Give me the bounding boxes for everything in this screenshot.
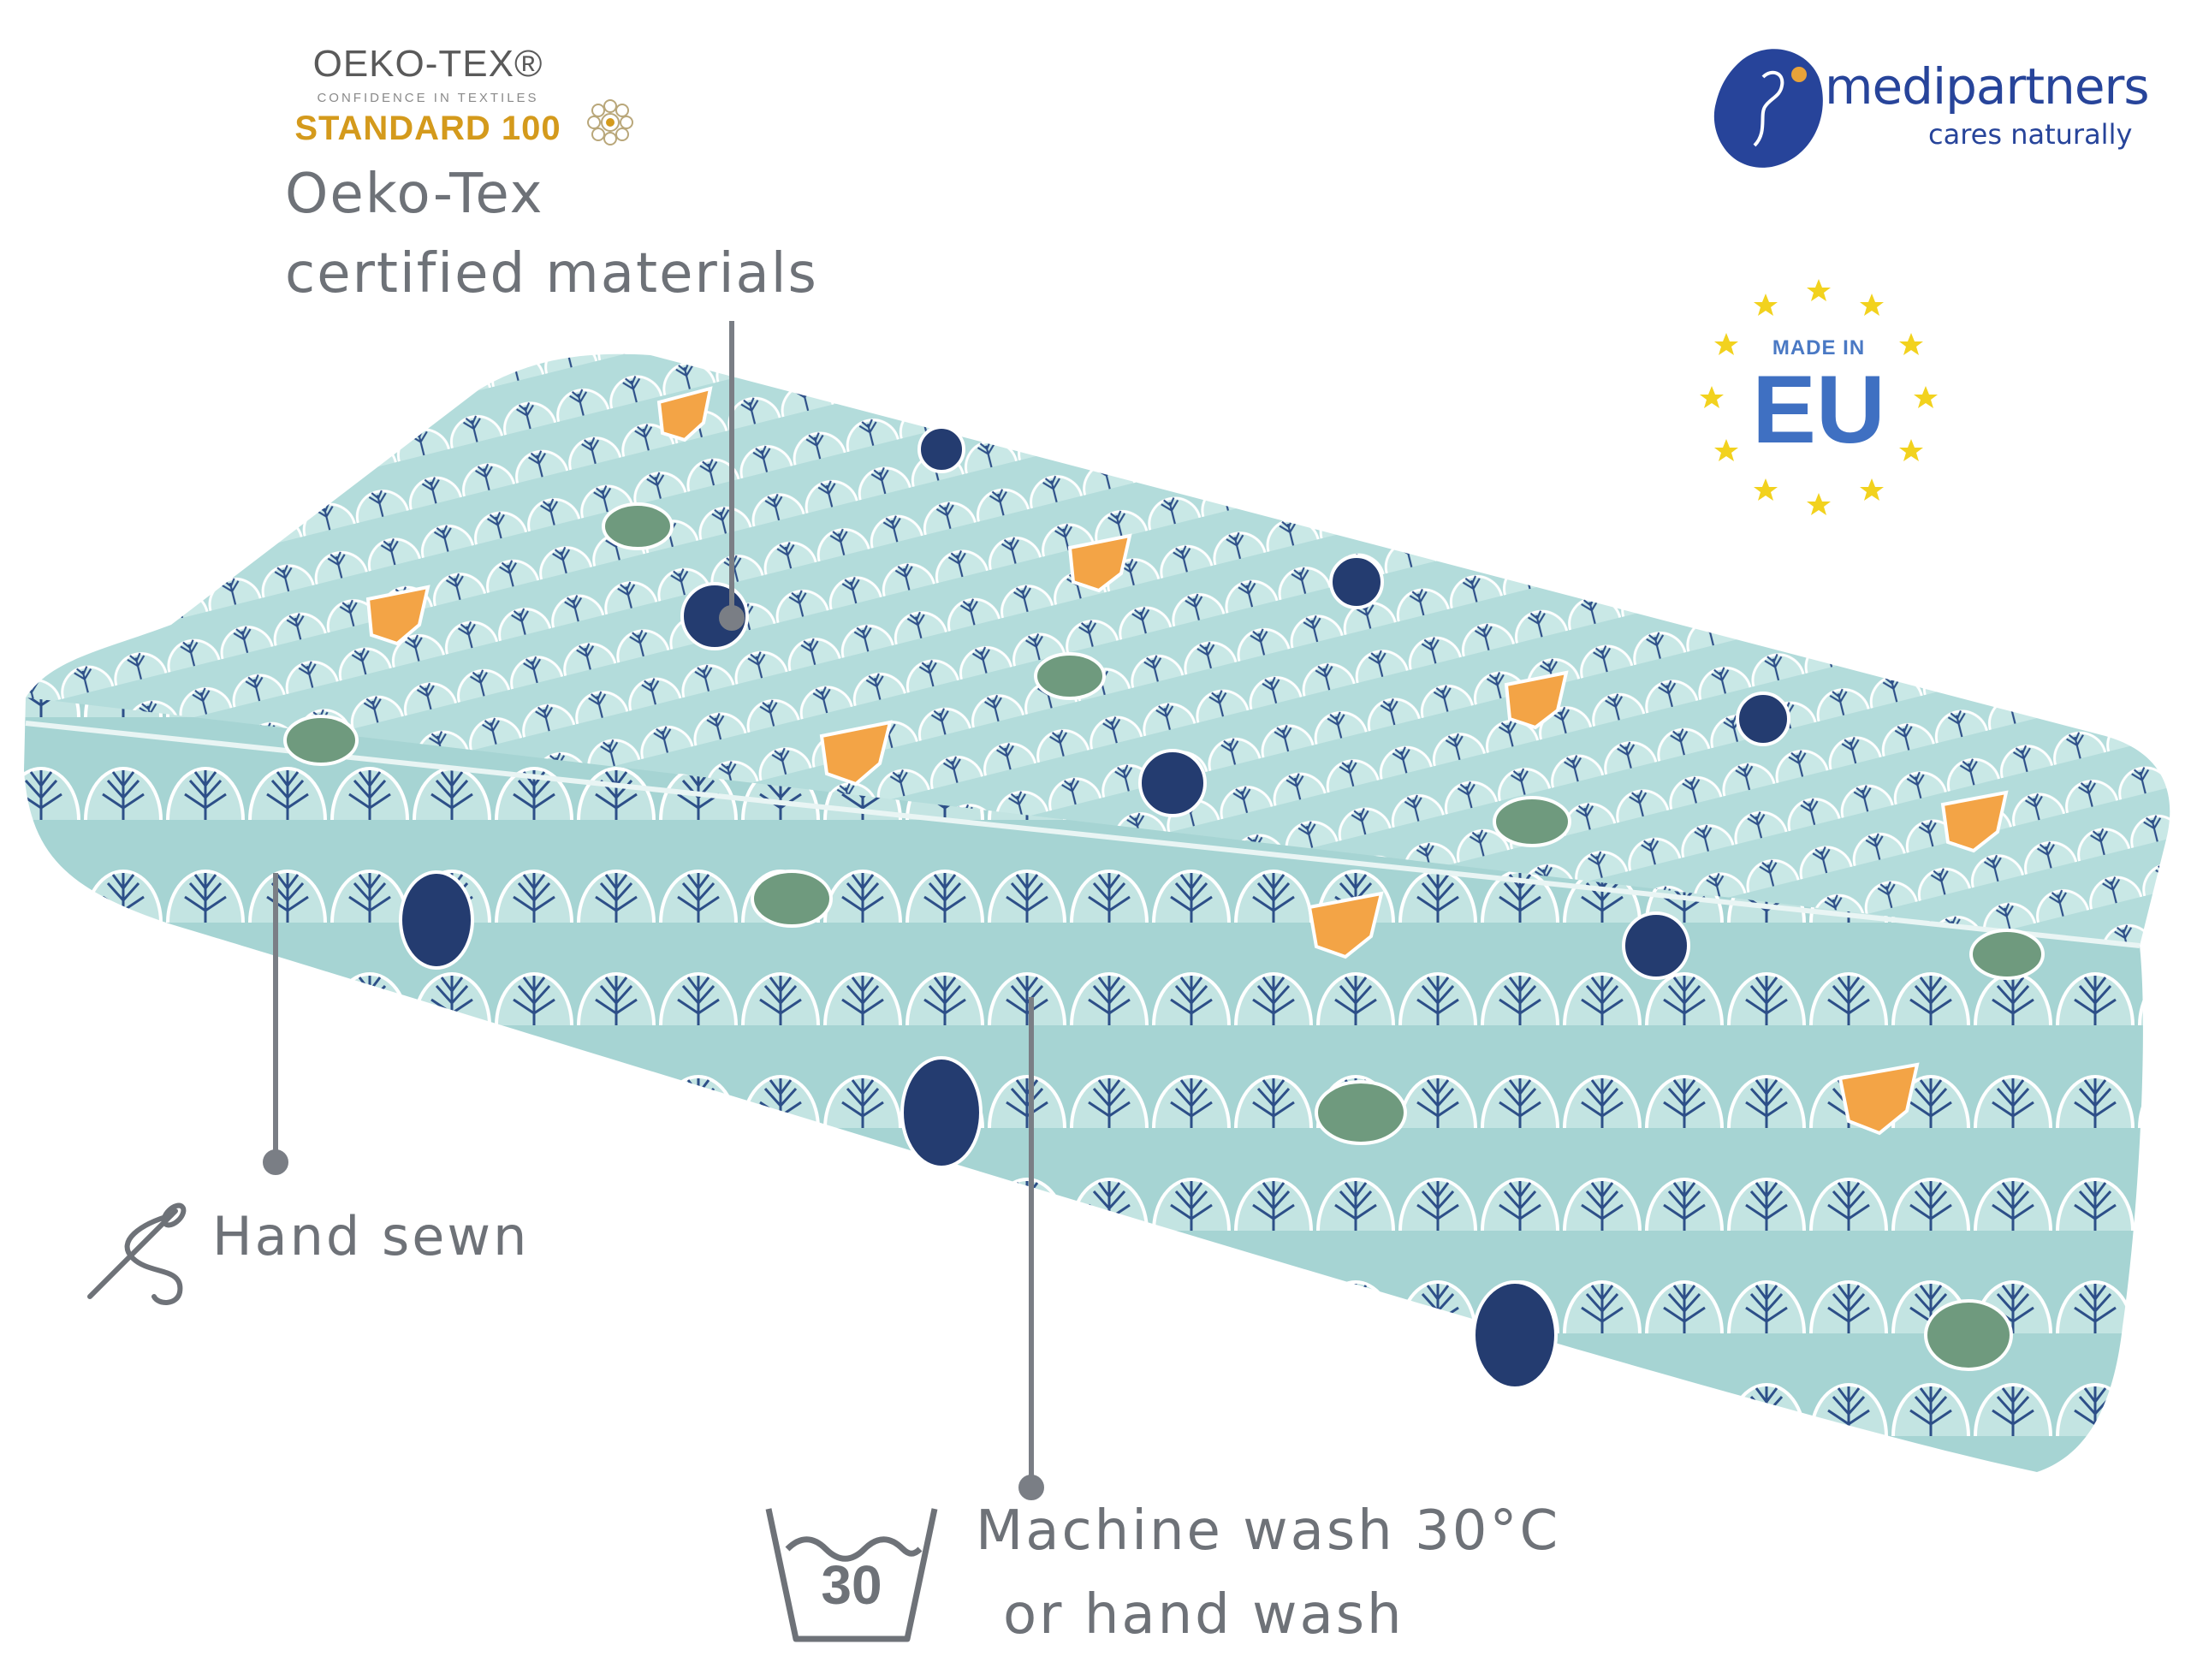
oeko-tex-name: OEKO-TEX® [312, 43, 543, 85]
made-in-eu-badge: MADE IN EU [1690, 270, 1947, 526]
oeko-tex-badge: OEKO-TEX® CONFIDENCE IN TEXTILES STANDAR… [282, 43, 659, 154]
wash-label-line2: or hand wash [1003, 1583, 1404, 1647]
hand-sewn-label: Hand sewn [212, 1205, 530, 1267]
wash-basin-icon [765, 1508, 938, 1642]
raccoon-face-icon [283, 502, 2045, 1371]
oeko-tex-tagline: CONFIDENCE IN TEXTILES [317, 91, 539, 105]
eu-label: EU [1752, 356, 1885, 463]
brand-tagline: cares naturally [1928, 118, 2133, 151]
oeko-tex-callout-line1: Oeko-Tex [285, 163, 544, 226]
brand-logo: medipartners cares naturally [1703, 30, 2150, 184]
wash-label-line1: Machine wash 30°C [976, 1499, 1561, 1563]
wash-temperature: 30 [821, 1554, 882, 1616]
mattress-top [26, 353, 2170, 946]
brand-name: medipartners [1825, 57, 2150, 116]
oeko-tex-callout-line2: certified materials [285, 242, 818, 306]
oeko-tex-standard: STANDARD 100 [294, 110, 561, 147]
needle-thread-icon [87, 1202, 187, 1305]
made-in-label: MADE IN [1772, 336, 1866, 359]
mother-child-logo-icon [1713, 49, 1823, 168]
oeko-tex-flower-icon [587, 99, 633, 145]
bear-face-icon [399, 425, 1790, 1390]
fox-face-icon [365, 386, 2009, 1136]
